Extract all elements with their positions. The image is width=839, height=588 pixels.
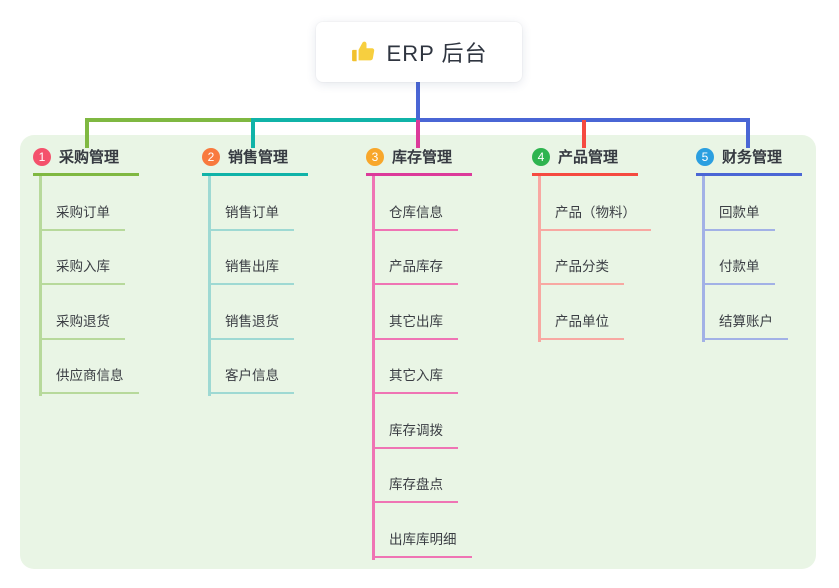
- child-node[interactable]: 销售订单: [208, 201, 294, 231]
- branch-header[interactable]: 2 销售管理: [202, 146, 308, 176]
- branch-number-badge: 1: [33, 147, 51, 166]
- child-node[interactable]: 仓库信息: [372, 201, 458, 231]
- child-row: 采购订单: [39, 176, 139, 231]
- child-node[interactable]: 采购订单: [39, 201, 125, 231]
- drop-line-2: [251, 120, 255, 148]
- child-node[interactable]: 销售出库: [208, 255, 294, 285]
- child-row: 产品分类: [538, 231, 651, 285]
- child-node[interactable]: 产品分类: [538, 255, 624, 285]
- child-node[interactable]: 采购入库: [39, 255, 125, 285]
- child-connector-line: [372, 176, 375, 560]
- child-row: 产品（物料）: [538, 176, 651, 231]
- child-node[interactable]: 其它入库: [372, 364, 458, 394]
- branch-header[interactable]: 5 财务管理: [696, 146, 802, 176]
- bus-line-teal: [251, 118, 418, 122]
- child-row: 销售订单: [208, 176, 308, 231]
- branches-panel: [20, 135, 816, 569]
- branch-number-badge: 4: [532, 147, 550, 166]
- child-row: 销售退货: [208, 285, 308, 340]
- branch-number-badge: 3: [366, 147, 384, 166]
- child-connector-line: [208, 176, 211, 396]
- branch-number-badge: 2: [202, 147, 220, 166]
- branch-5: 5 财务管理回款单付款单结算账户: [696, 146, 802, 342]
- branch-1: 1 采购管理采购订单采购入库采购退货供应商信息: [33, 146, 139, 396]
- drop-line-1: [85, 120, 89, 148]
- branch-header[interactable]: 4 产品管理: [532, 146, 638, 176]
- branch-header[interactable]: 3 库存管理: [366, 146, 472, 176]
- child-node[interactable]: 付款单: [702, 255, 775, 285]
- branch-3: 3 库存管理仓库信息产品库存其它出库其它入库库存调拨库存盘点出库库明细: [366, 146, 472, 560]
- child-row: 库存盘点: [372, 449, 472, 503]
- child-node[interactable]: 供应商信息: [39, 364, 139, 394]
- child-connector-line: [702, 176, 705, 342]
- child-node[interactable]: 客户信息: [208, 364, 294, 394]
- branch-children: 仓库信息产品库存其它出库其它入库库存调拨库存盘点出库库明细: [366, 176, 472, 560]
- branch-children: 回款单付款单结算账户: [696, 176, 802, 342]
- branch-header[interactable]: 1 采购管理: [33, 146, 139, 176]
- branch-4: 4 产品管理产品（物料） 产品分类产品单位: [532, 146, 651, 342]
- child-node[interactable]: 产品（物料）: [538, 201, 651, 231]
- child-node[interactable]: 销售退货: [208, 310, 294, 340]
- child-row: 采购入库: [39, 231, 139, 285]
- root-stem-line: [416, 82, 420, 122]
- child-row: 产品单位: [538, 285, 651, 340]
- child-row: 出库库明细: [372, 503, 472, 558]
- child-node[interactable]: 产品单位: [538, 310, 624, 340]
- branch-title[interactable]: 销售管理: [228, 149, 289, 166]
- branch-title[interactable]: 产品管理: [558, 149, 619, 166]
- child-row: 付款单: [702, 231, 802, 285]
- child-node[interactable]: 库存调拨: [372, 419, 458, 449]
- bus-line-green: [85, 118, 255, 122]
- drop-line-5: [746, 120, 750, 148]
- child-node[interactable]: 采购退货: [39, 310, 125, 340]
- branch-title[interactable]: 库存管理: [392, 149, 453, 166]
- child-row: 客户信息: [208, 340, 308, 394]
- branch-children: 产品（物料） 产品分类产品单位: [532, 176, 651, 342]
- bus-line-blue: [416, 118, 750, 122]
- child-row: 采购退货: [39, 285, 139, 340]
- child-node[interactable]: 库存盘点: [372, 473, 458, 503]
- child-row: 其它出库: [372, 285, 472, 340]
- root-node[interactable]: ERP 后台: [316, 22, 522, 82]
- child-row: 结算账户: [702, 285, 802, 340]
- child-node[interactable]: 回款单: [702, 201, 775, 231]
- drop-line-3: [416, 120, 420, 148]
- child-connector-line: [538, 176, 541, 342]
- branch-number-badge: 5: [696, 147, 714, 166]
- root-label: ERP 后台: [386, 41, 488, 66]
- child-row: 回款单: [702, 176, 802, 231]
- child-row: 其它入库: [372, 340, 472, 394]
- child-node[interactable]: 出库库明细: [372, 528, 472, 558]
- thumbs-up-icon: [351, 41, 374, 62]
- child-node[interactable]: 其它出库: [372, 310, 458, 340]
- child-node[interactable]: 产品库存: [372, 255, 458, 285]
- branch-2: 2 销售管理销售订单销售出库销售退货客户信息: [202, 146, 308, 396]
- child-row: 仓库信息: [372, 176, 472, 231]
- child-row: 供应商信息: [39, 340, 139, 394]
- child-row: 销售出库: [208, 231, 308, 285]
- child-connector-line: [39, 176, 42, 396]
- branch-title[interactable]: 采购管理: [59, 149, 120, 166]
- child-row: 产品库存: [372, 231, 472, 285]
- branch-children: 采购订单采购入库采购退货供应商信息: [33, 176, 139, 396]
- branch-children: 销售订单销售出库销售退货客户信息: [202, 176, 308, 396]
- child-row: 库存调拨: [372, 394, 472, 449]
- branch-title[interactable]: 财务管理: [722, 149, 783, 166]
- child-node[interactable]: 结算账户: [702, 310, 788, 340]
- drop-line-4: [582, 120, 586, 148]
